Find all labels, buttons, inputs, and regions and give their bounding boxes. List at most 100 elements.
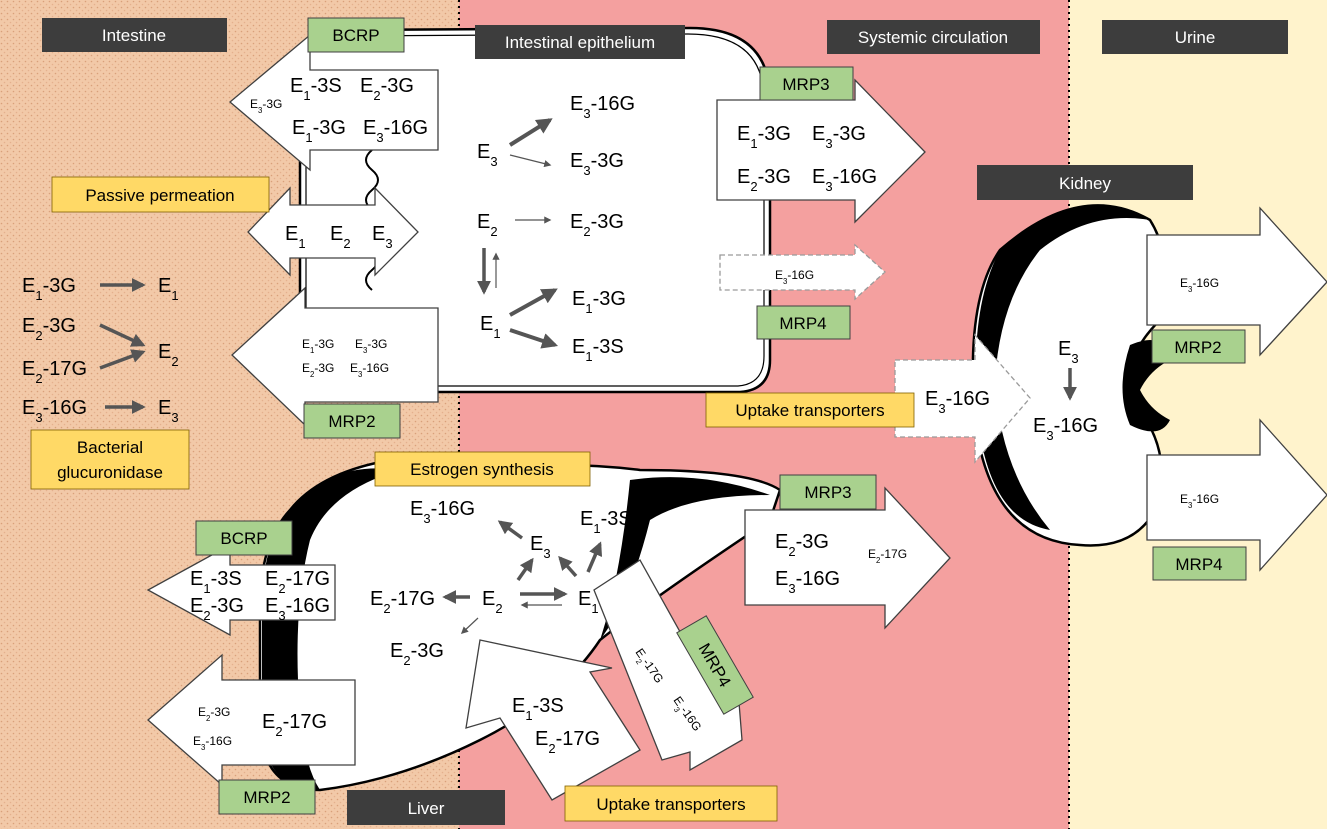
bcrp-int-e23g: E2-3G: [360, 75, 414, 103]
transporter-mrp3-intestine: MRP3: [759, 66, 854, 101]
bacterial-product-3: E3: [158, 397, 179, 425]
transporter-mrp4-intestine: MRP4: [756, 305, 851, 340]
kidney-e3: E3: [1058, 338, 1079, 366]
liver-shadow-right: [600, 477, 770, 640]
liver-e13s: E1-3S: [580, 508, 632, 536]
liver-e3: E3: [530, 533, 551, 561]
svg-text:BCRP: BCRP: [332, 26, 379, 45]
bcrp-liver-e13s: E1-3S: [190, 568, 242, 596]
process-bacterial-glucuronidase: Bacterial glucuronidase: [30, 429, 190, 490]
svg-text:BCRP: BCRP: [220, 529, 267, 548]
mrp2-liver-e217g: E2-17G: [262, 711, 327, 739]
region-label-systemic: Systemic circulation: [827, 20, 1040, 54]
transporter-mrp2-kidney: MRP2: [1151, 329, 1246, 364]
passive-e1: E1: [285, 223, 306, 251]
passive-e3: E3: [372, 223, 393, 251]
svg-text:Liver: Liver: [408, 799, 445, 818]
region-label-kidney: Kidney: [977, 165, 1193, 200]
epi-e13s: E1-3S: [572, 336, 624, 364]
rxn-liver-e3-e316g: [497, 520, 524, 540]
mrp3-int-e33g: E3-3G: [812, 123, 866, 151]
svg-text:MRP4: MRP4: [779, 314, 826, 333]
kidney-e316g: E3-16G: [1033, 415, 1098, 443]
mrp3-intestine-arrow: [716, 78, 926, 224]
mrp4-kidney-arrow: [1146, 418, 1327, 572]
epi-e13g: E1-3G: [572, 288, 626, 316]
rxn-e3-e33g: [509, 154, 552, 168]
rxn-e1-e13g: [509, 288, 558, 317]
mrp3-liver-e316g: E3-16G: [775, 568, 840, 596]
svg-text:Intestine: Intestine: [102, 26, 166, 45]
liver-uptake-e217g: E2-17G: [535, 728, 600, 756]
bacterial-substrate-3: E3-16G: [22, 397, 87, 425]
transporter-mrp4-kidney: MRP4: [1152, 546, 1247, 581]
svg-text:Bacterial: Bacterial: [77, 438, 143, 457]
bcrp-int-e13s: E1-3S: [290, 75, 342, 103]
mrp3-int-e13g: E1-3G: [737, 123, 791, 151]
reaction-arrows: [99, 118, 1077, 634]
mrp3-liver-e217g: E2-17G: [868, 547, 907, 565]
svg-text:Uptake transporters: Uptake transporters: [735, 401, 884, 420]
bacterial-product-1: E2: [158, 341, 179, 369]
svg-text:Kidney: Kidney: [1059, 174, 1111, 193]
kidney-uptake-e316g: E3-16G: [925, 388, 990, 416]
passive-permeation-arrow: [247, 186, 419, 277]
mrp2-kidney-e316g: E3-16G: [1180, 276, 1219, 294]
process-uptake-intestine: Uptake transporters: [705, 392, 915, 428]
mrp2-int-e23g: E2-3G: [302, 361, 334, 379]
mrp2-int-e316g: E3-16G: [350, 361, 389, 379]
svg-text:MRP2: MRP2: [1174, 338, 1221, 357]
epi-e316g: E3-16G: [570, 93, 635, 121]
bacterial-substrate-0: E1-3G: [22, 275, 76, 303]
liver-e2: E2: [482, 588, 503, 616]
bcrp-int-e13g: E1-3G: [292, 117, 346, 145]
rxn-e217g-e2: [99, 349, 146, 370]
mrp2-liver-e23g: E2-3G: [198, 705, 230, 723]
mrp4-kidney-e316g: E3-16G: [1180, 492, 1219, 510]
transporter-mrp3-liver: MRP3: [779, 474, 877, 510]
mrp4-intestine-arrow: [719, 243, 886, 301]
epi-e33g: E3-3G: [570, 150, 624, 178]
svg-text:Uptake transporters: Uptake transporters: [596, 795, 745, 814]
transporter-bcrp-intestine: BCRP: [307, 17, 405, 53]
region-label-liver: Liver: [347, 790, 505, 825]
bcrp-intestine-arrow: [228, 33, 439, 172]
bcrp-liver-e23g: E2-3G: [190, 595, 244, 623]
mrp3-liver-arrow: [744, 486, 951, 630]
mrp3-int-e316g: E3-16G: [812, 166, 877, 194]
svg-text:MRP2: MRP2: [243, 788, 290, 807]
epi-e3: E3: [477, 141, 498, 169]
svg-text:glucuronidase: glucuronidase: [57, 463, 163, 482]
region-label-intestine: Intestine: [42, 18, 227, 52]
kidney-uptake-arrow: [894, 333, 1031, 464]
passive-e2: E2: [330, 223, 351, 251]
region-label-epithelium: Intestinal epithelium: [475, 25, 685, 59]
mrp2-intestine-arrow: [231, 286, 439, 427]
rxn-liver-e1-e3: [558, 555, 578, 578]
liver-e1: E1: [578, 588, 599, 616]
bacterial-substrate-2: E2-17G: [22, 358, 87, 386]
process-passive-permeation: Passive permeation: [51, 176, 270, 213]
svg-text:Systemic circulation: Systemic circulation: [858, 28, 1008, 47]
region-label-urine: Urine: [1102, 20, 1288, 54]
svg-text:Urine: Urine: [1175, 28, 1216, 47]
liver-e217g: E2-17G: [370, 588, 435, 616]
svg-text:MRP3: MRP3: [782, 75, 829, 94]
svg-text:Passive permeation: Passive permeation: [85, 186, 234, 205]
mrp3-liver-e23g: E2-3G: [775, 531, 829, 559]
rxn-liver-e1-e13s: [586, 541, 603, 573]
bacterial-substrate-1: E2-3G: [22, 315, 76, 343]
liver-e316g: E3-16G: [410, 498, 475, 526]
transporter-mrp2-liver: MRP2: [218, 779, 316, 815]
bcrp-liver-arrow: [146, 543, 336, 637]
svg-text:MRP3: MRP3: [804, 483, 851, 502]
process-uptake-liver: Uptake transporters: [564, 785, 778, 822]
rxn-e3-e316g: [508, 118, 553, 147]
liver-uptake-arrow: [465, 639, 641, 801]
svg-text:MRP2: MRP2: [328, 412, 375, 431]
bcrp-liver-e316g: E3-16G: [265, 595, 330, 623]
mrp2-liver-arrow: [147, 653, 356, 787]
bcrp-int-e33g: E3-3G: [250, 97, 282, 115]
mrp2-liver-e316g: E3-16G: [193, 734, 232, 752]
